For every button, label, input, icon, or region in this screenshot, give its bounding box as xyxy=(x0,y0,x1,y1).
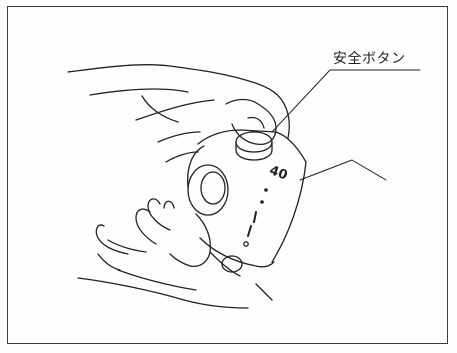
upper-hand-icon xyxy=(67,64,290,163)
lower-hand-icon xyxy=(77,198,273,309)
faucet-handle-icon xyxy=(186,129,307,273)
scale-leader-line xyxy=(299,159,387,181)
safety-button-label: 安全ボタン xyxy=(333,51,406,67)
safety-button-icon xyxy=(235,131,273,161)
callout-leader-line xyxy=(271,69,331,133)
figure-frame xyxy=(7,6,448,344)
dial-scale-number: 40 xyxy=(267,163,289,183)
